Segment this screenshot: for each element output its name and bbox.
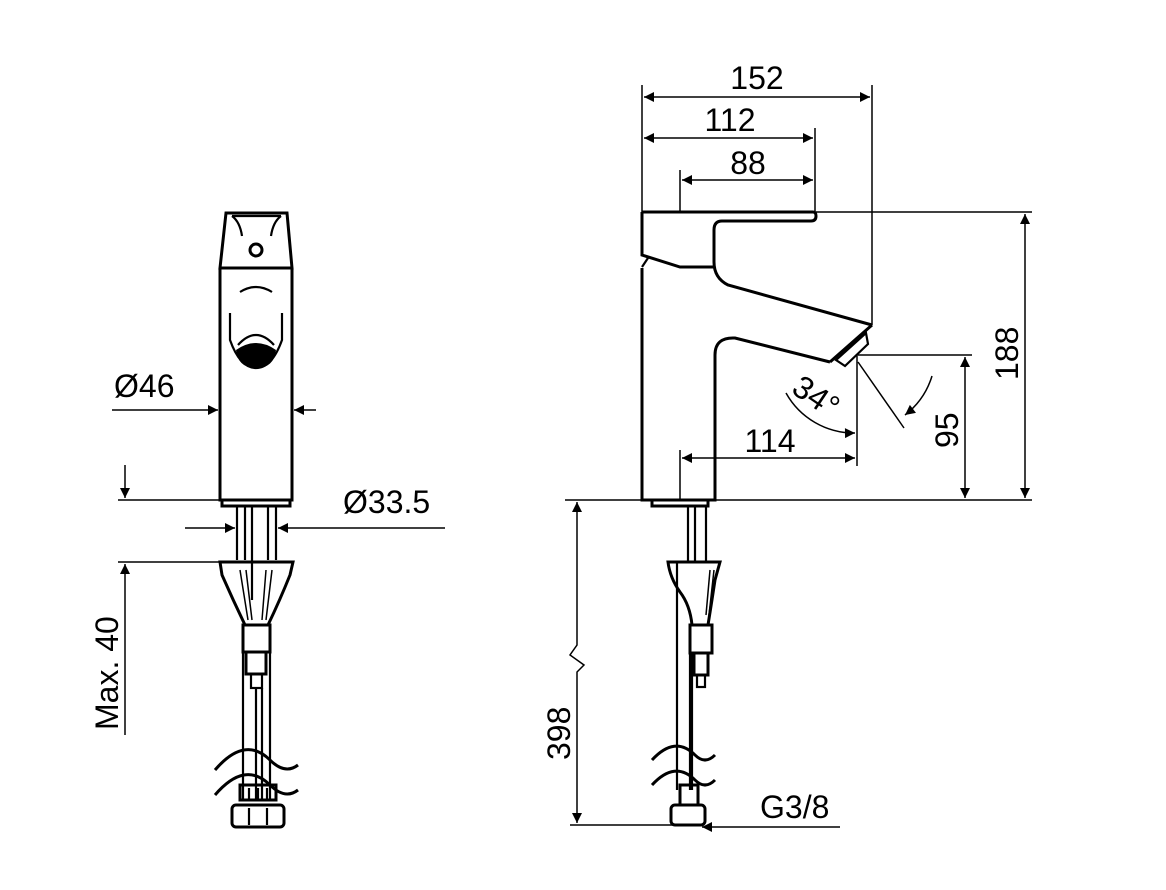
side-body	[640, 210, 873, 508]
front-body	[218, 268, 294, 508]
dimension-top-lengths: 152 112 88	[641, 60, 873, 325]
front-shank-and-fixing	[213, 506, 299, 829]
dimension-body-diameter: Ø46	[112, 368, 316, 415]
dimension-spout-height-95: 95	[858, 354, 972, 498]
side-shank-and-fixing	[650, 506, 722, 827]
thread-g3-8-label: G3/8	[760, 789, 829, 825]
dimension-thread-g3-8: G3/8	[702, 789, 840, 832]
front-view: Ø46 Ø33.5 Max. 40	[89, 211, 445, 829]
reach-114-label: 114	[744, 423, 795, 459]
length-152-label: 152	[730, 60, 783, 96]
angle-34-label: 34°	[786, 368, 846, 425]
max-40-label: Max. 40	[89, 616, 125, 730]
dimension-shank-diameter: Ø33.5	[185, 484, 445, 540]
height-188-label: 188	[989, 327, 1025, 380]
diameter-46-label: Ø46	[114, 368, 174, 404]
dimension-angle-34: 34°	[785, 361, 933, 439]
front-lever-cap	[218, 211, 294, 270]
height-95-label: 95	[929, 412, 965, 448]
length-112-label: 112	[704, 102, 755, 138]
side-view: 152 112 88 188 95 114 3	[541, 60, 1032, 832]
dimension-height-188: 188	[565, 211, 1032, 501]
dimension-reach-114: 114	[679, 355, 858, 500]
dimension-hose-398: 398	[541, 502, 690, 826]
hose-398-label: 398	[541, 707, 577, 760]
length-88-label: 88	[730, 145, 766, 181]
dimension-max-40: Max. 40	[89, 465, 220, 735]
diameter-33-5-label: Ø33.5	[343, 484, 430, 520]
break-line	[213, 748, 299, 771]
